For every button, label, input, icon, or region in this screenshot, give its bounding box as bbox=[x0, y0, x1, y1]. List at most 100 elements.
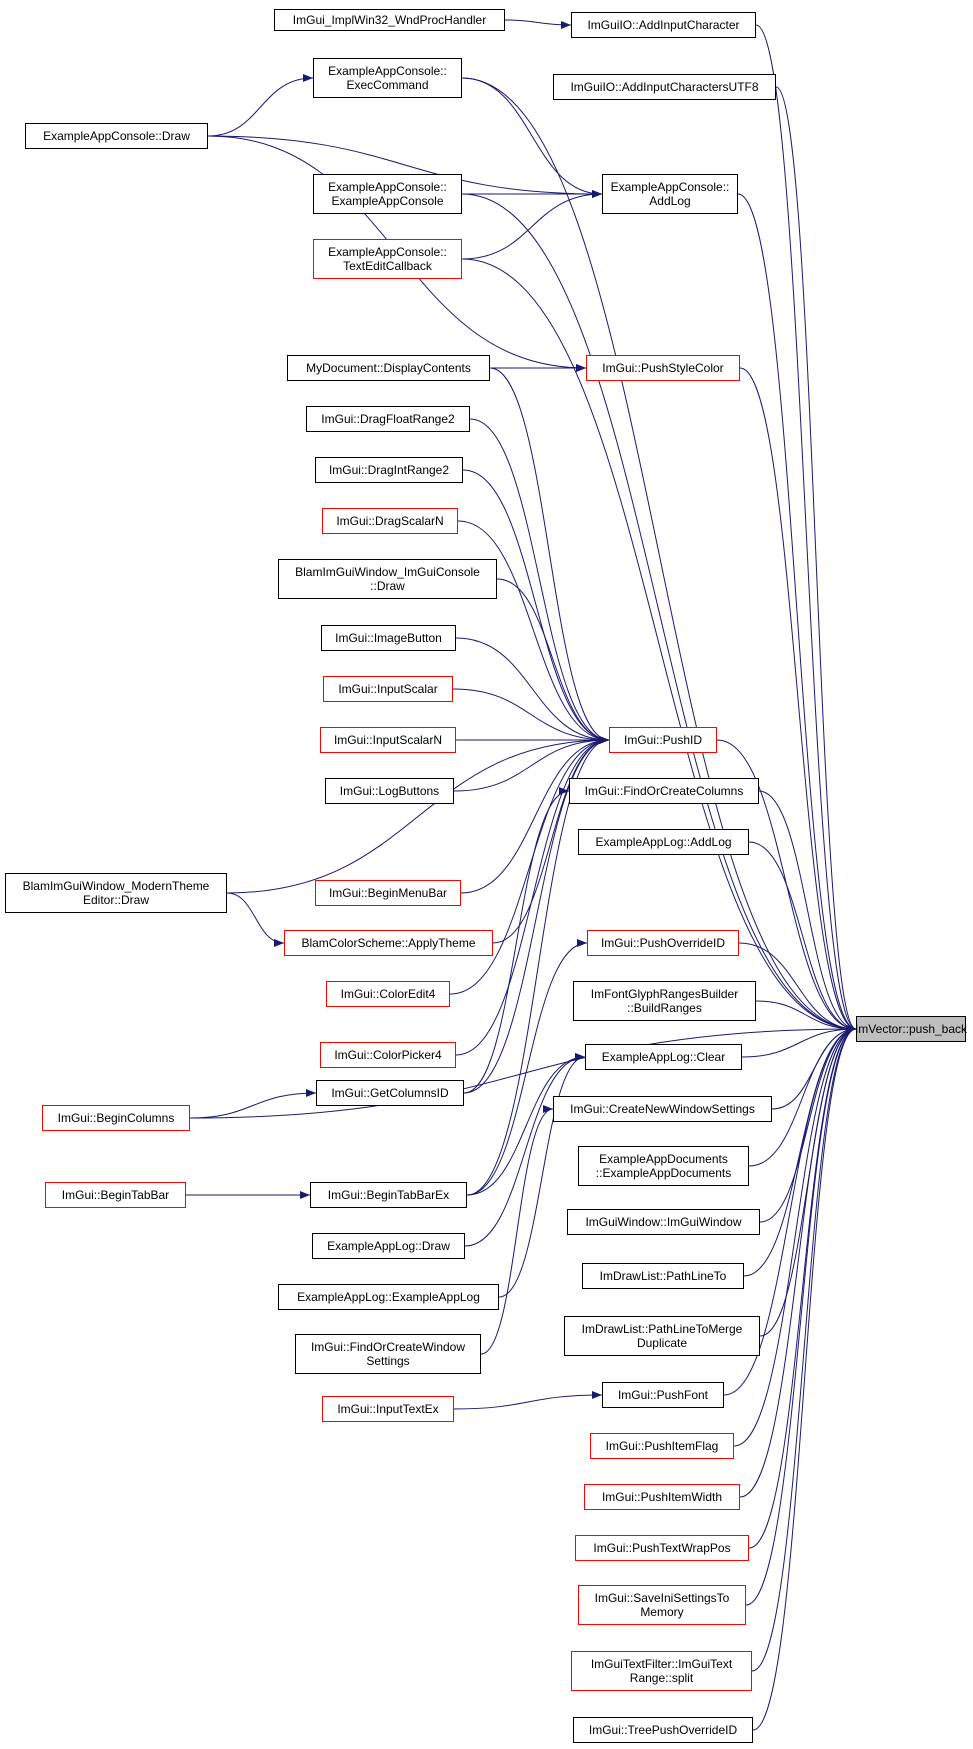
edge-begintabbarex-to-pushid bbox=[466, 736, 610, 1196]
node-pathlineto[interactable]: ImDrawList::PathLineTo bbox=[582, 1263, 744, 1289]
node-inputscalarn[interactable]: ImGui::InputScalarN bbox=[320, 727, 456, 753]
edge-consoledraw-to-execcmd bbox=[207, 74, 314, 137]
node-pushstylecolor[interactable]: ImGui::PushStyleColor bbox=[586, 355, 740, 381]
node-dragfloatrange2[interactable]: ImGui::DragFloatRange2 bbox=[306, 406, 470, 432]
edge-blamthemedraw-to-pushid bbox=[226, 736, 610, 894]
edge-pushitemwidth-to-push_back bbox=[739, 1025, 857, 1498]
edge-colorpicker4-to-pushid bbox=[455, 736, 610, 1056]
edge-inputtextex-to-pushfont bbox=[453, 1391, 603, 1410]
node-begintabbarex[interactable]: ImGui::BeginTabBarEx bbox=[310, 1182, 467, 1208]
edge-findorcreatecols-to-push_back bbox=[758, 790, 857, 1033]
node-createwinsettings[interactable]: ImGui::CreateNewWindowSettings bbox=[553, 1096, 772, 1122]
edge-textfiltersplit-to-push_back bbox=[751, 1025, 857, 1672]
edge-execcmd-to-push_back bbox=[461, 77, 857, 1033]
node-addinpututf8[interactable]: ImGuiIO::AddInputCharactersUTF8 bbox=[553, 74, 776, 100]
edge-pushfont-to-push_back bbox=[723, 1025, 857, 1396]
edge-logbuttons-to-pushid bbox=[453, 736, 610, 792]
edge-consolector-to-push_back bbox=[461, 193, 857, 1033]
node-execcmd[interactable]: ExampleAppConsole:: ExecCommand bbox=[313, 58, 462, 98]
edge-applogclear-to-push_back bbox=[741, 1025, 857, 1058]
node-findorcreatewinsettings[interactable]: ImGui::FindOrCreateWindow Settings bbox=[295, 1334, 481, 1374]
edge-saveinisettings-to-push_back bbox=[745, 1025, 857, 1606]
edge-treepushoverrideid-to-push_back bbox=[752, 1025, 857, 1731]
node-pathlinetomerge[interactable]: ImDrawList::PathLineToMerge Duplicate bbox=[564, 1316, 760, 1356]
node-blamconsoledraw[interactable]: BlamImGuiWindow_ImGuiConsole ::Draw bbox=[278, 559, 497, 599]
edge-begincolumns-to-getcolumnsid bbox=[189, 1089, 317, 1119]
edge-pathlineto-to-push_back bbox=[743, 1025, 857, 1277]
edge-begintabbarex-to-pushoverrideid bbox=[466, 939, 588, 1196]
node-blamthemedraw[interactable]: BlamImGuiWindow_ModernTheme Editor::Draw bbox=[5, 873, 227, 913]
edge-beginmenubar-to-pushid bbox=[460, 736, 610, 894]
node-dragscalarn[interactable]: ImGui::DragScalarN bbox=[322, 508, 458, 534]
edge-consoledraw-to-consoleaddlog bbox=[207, 135, 603, 198]
node-getcolumnsid[interactable]: ImGui::GetColumnsID bbox=[316, 1080, 464, 1106]
node-appdocsctor[interactable]: ExampleAppDocuments ::ExampleAppDocument… bbox=[578, 1146, 749, 1186]
node-pushfont[interactable]: ImGui::PushFont bbox=[602, 1382, 724, 1408]
edge-applogctor-to-applogclear bbox=[498, 1053, 586, 1298]
node-beginmenubar[interactable]: ImGui::BeginMenuBar bbox=[315, 880, 461, 906]
edge-applogdraw-to-applogclear bbox=[464, 1053, 586, 1247]
edge-pathlinetomerge-to-push_back bbox=[759, 1025, 857, 1337]
edge-imguiwindowctor-to-push_back bbox=[759, 1025, 857, 1223]
node-imagebutton[interactable]: ImGui::ImageButton bbox=[321, 625, 456, 651]
node-texteditcb[interactable]: ExampleAppConsole:: TextEditCallback bbox=[313, 239, 462, 279]
node-pushid[interactable]: ImGui::PushID bbox=[609, 727, 717, 753]
edge-appdocsctor-to-push_back bbox=[748, 1025, 857, 1167]
node-pushoverrideid[interactable]: ImGui::PushOverrideID bbox=[587, 930, 739, 956]
edge-pushoverrideid-to-push_back bbox=[738, 942, 857, 1033]
edge-pushstylecolor-to-push_back bbox=[739, 367, 857, 1033]
node-applogdraw[interactable]: ExampleAppLog::Draw bbox=[312, 1233, 465, 1259]
node-begincolumns[interactable]: ImGui::BeginColumns bbox=[42, 1105, 190, 1131]
node-findorcreatecols[interactable]: ImGui::FindOrCreateColumns bbox=[569, 778, 759, 804]
node-addinputchar[interactable]: ImGuiIO::AddInputCharacter bbox=[571, 12, 756, 38]
node-consoleaddlog[interactable]: ExampleAppConsole:: AddLog bbox=[602, 174, 738, 214]
edge-addinpututf8-to-push_back bbox=[775, 86, 857, 1033]
node-saveinisettings[interactable]: ImGui::SaveIniSettingsTo Memory bbox=[578, 1585, 746, 1625]
edge-buildranges-to-push_back bbox=[755, 1000, 857, 1033]
edge-wndproc-to-addinputchar bbox=[504, 19, 572, 29]
node-wndproc[interactable]: ImGui_ImplWin32_WndProcHandler bbox=[274, 9, 505, 31]
edge-dragfloatrange2-to-pushid bbox=[469, 418, 610, 744]
edge-getcolumnsid-to-findorcreatecols bbox=[463, 787, 570, 1094]
edge-texteditcb-to-consoleaddlog bbox=[461, 190, 603, 260]
node-colorpicker4[interactable]: ImGui::ColorPicker4 bbox=[320, 1042, 456, 1068]
edge-getcolumnsid-to-pushid bbox=[463, 736, 610, 1094]
node-push-back[interactable]: ImVector::push_back bbox=[855, 1016, 967, 1042]
node-coloredit4[interactable]: ImGui::ColorEdit4 bbox=[326, 981, 450, 1007]
node-applogaddlog[interactable]: ExampleAppLog::AddLog bbox=[578, 829, 749, 855]
edge-addinputchar-to-push_back bbox=[755, 24, 857, 1033]
node-logbuttons[interactable]: ImGui::LogButtons bbox=[325, 778, 454, 804]
edge-findorcreatewinsettings-to-createwinsettings bbox=[480, 1105, 554, 1355]
edge-blamthemedraw-to-applytheme bbox=[226, 892, 285, 947]
node-dragintrange2[interactable]: ImGui::DragIntRange2 bbox=[315, 457, 463, 483]
edge-pushitemflag-to-push_back bbox=[733, 1025, 857, 1447]
edge-dragintrange2-to-pushid bbox=[462, 469, 610, 744]
node-buildranges[interactable]: ImFontGlyphRangesBuilder ::BuildRanges bbox=[573, 981, 756, 1021]
edge-begintabbarex-to-applogclear bbox=[466, 1053, 586, 1196]
node-applogclear[interactable]: ExampleAppLog::Clear bbox=[585, 1044, 742, 1070]
node-applogctor[interactable]: ExampleAppLog::ExampleAppLog bbox=[278, 1284, 499, 1310]
edge-dragscalarn-to-pushid bbox=[457, 520, 610, 744]
node-pushtextwrappos[interactable]: ImGui::PushTextWrapPos bbox=[575, 1535, 749, 1561]
node-imguiwindowctor[interactable]: ImGuiWindow::ImGuiWindow bbox=[567, 1209, 760, 1235]
node-consoledraw[interactable]: ExampleAppConsole::Draw bbox=[25, 123, 208, 149]
node-treepushoverrideid[interactable]: ImGui::TreePushOverrideID bbox=[573, 1717, 753, 1743]
node-displaycontents[interactable]: MyDocument::DisplayContents bbox=[287, 355, 490, 381]
node-begintabbar[interactable]: ImGui::BeginTabBar bbox=[45, 1182, 186, 1208]
edge-imagebutton-to-pushid bbox=[455, 637, 610, 744]
node-inputscalar[interactable]: ImGui::InputScalar bbox=[323, 676, 453, 702]
node-textfiltersplit[interactable]: ImGuiTextFilter::ImGuiText Range::split bbox=[571, 1651, 752, 1691]
edge-coloredit4-to-pushid bbox=[449, 736, 610, 995]
node-inputtextex[interactable]: ImGui::InputTextEx bbox=[322, 1396, 454, 1422]
node-pushitemwidth[interactable]: ImGui::PushItemWidth bbox=[584, 1484, 740, 1510]
node-consolector[interactable]: ExampleAppConsole:: ExampleAppConsole bbox=[313, 174, 462, 214]
edge-consoleaddlog-to-push_back bbox=[737, 193, 857, 1033]
edge-blamconsoledraw-to-pushid bbox=[496, 578, 610, 744]
node-applytheme[interactable]: BlamColorScheme::ApplyTheme bbox=[284, 930, 493, 956]
edge-displaycontents-to-pushid bbox=[489, 367, 610, 744]
node-pushitemflag[interactable]: ImGui::PushItemFlag bbox=[590, 1433, 734, 1459]
edge-texteditcb-to-push_back bbox=[461, 258, 857, 1033]
edge-begincolumns-to-push_back bbox=[189, 1025, 857, 1119]
edge-inputscalar-to-pushid bbox=[452, 688, 610, 744]
